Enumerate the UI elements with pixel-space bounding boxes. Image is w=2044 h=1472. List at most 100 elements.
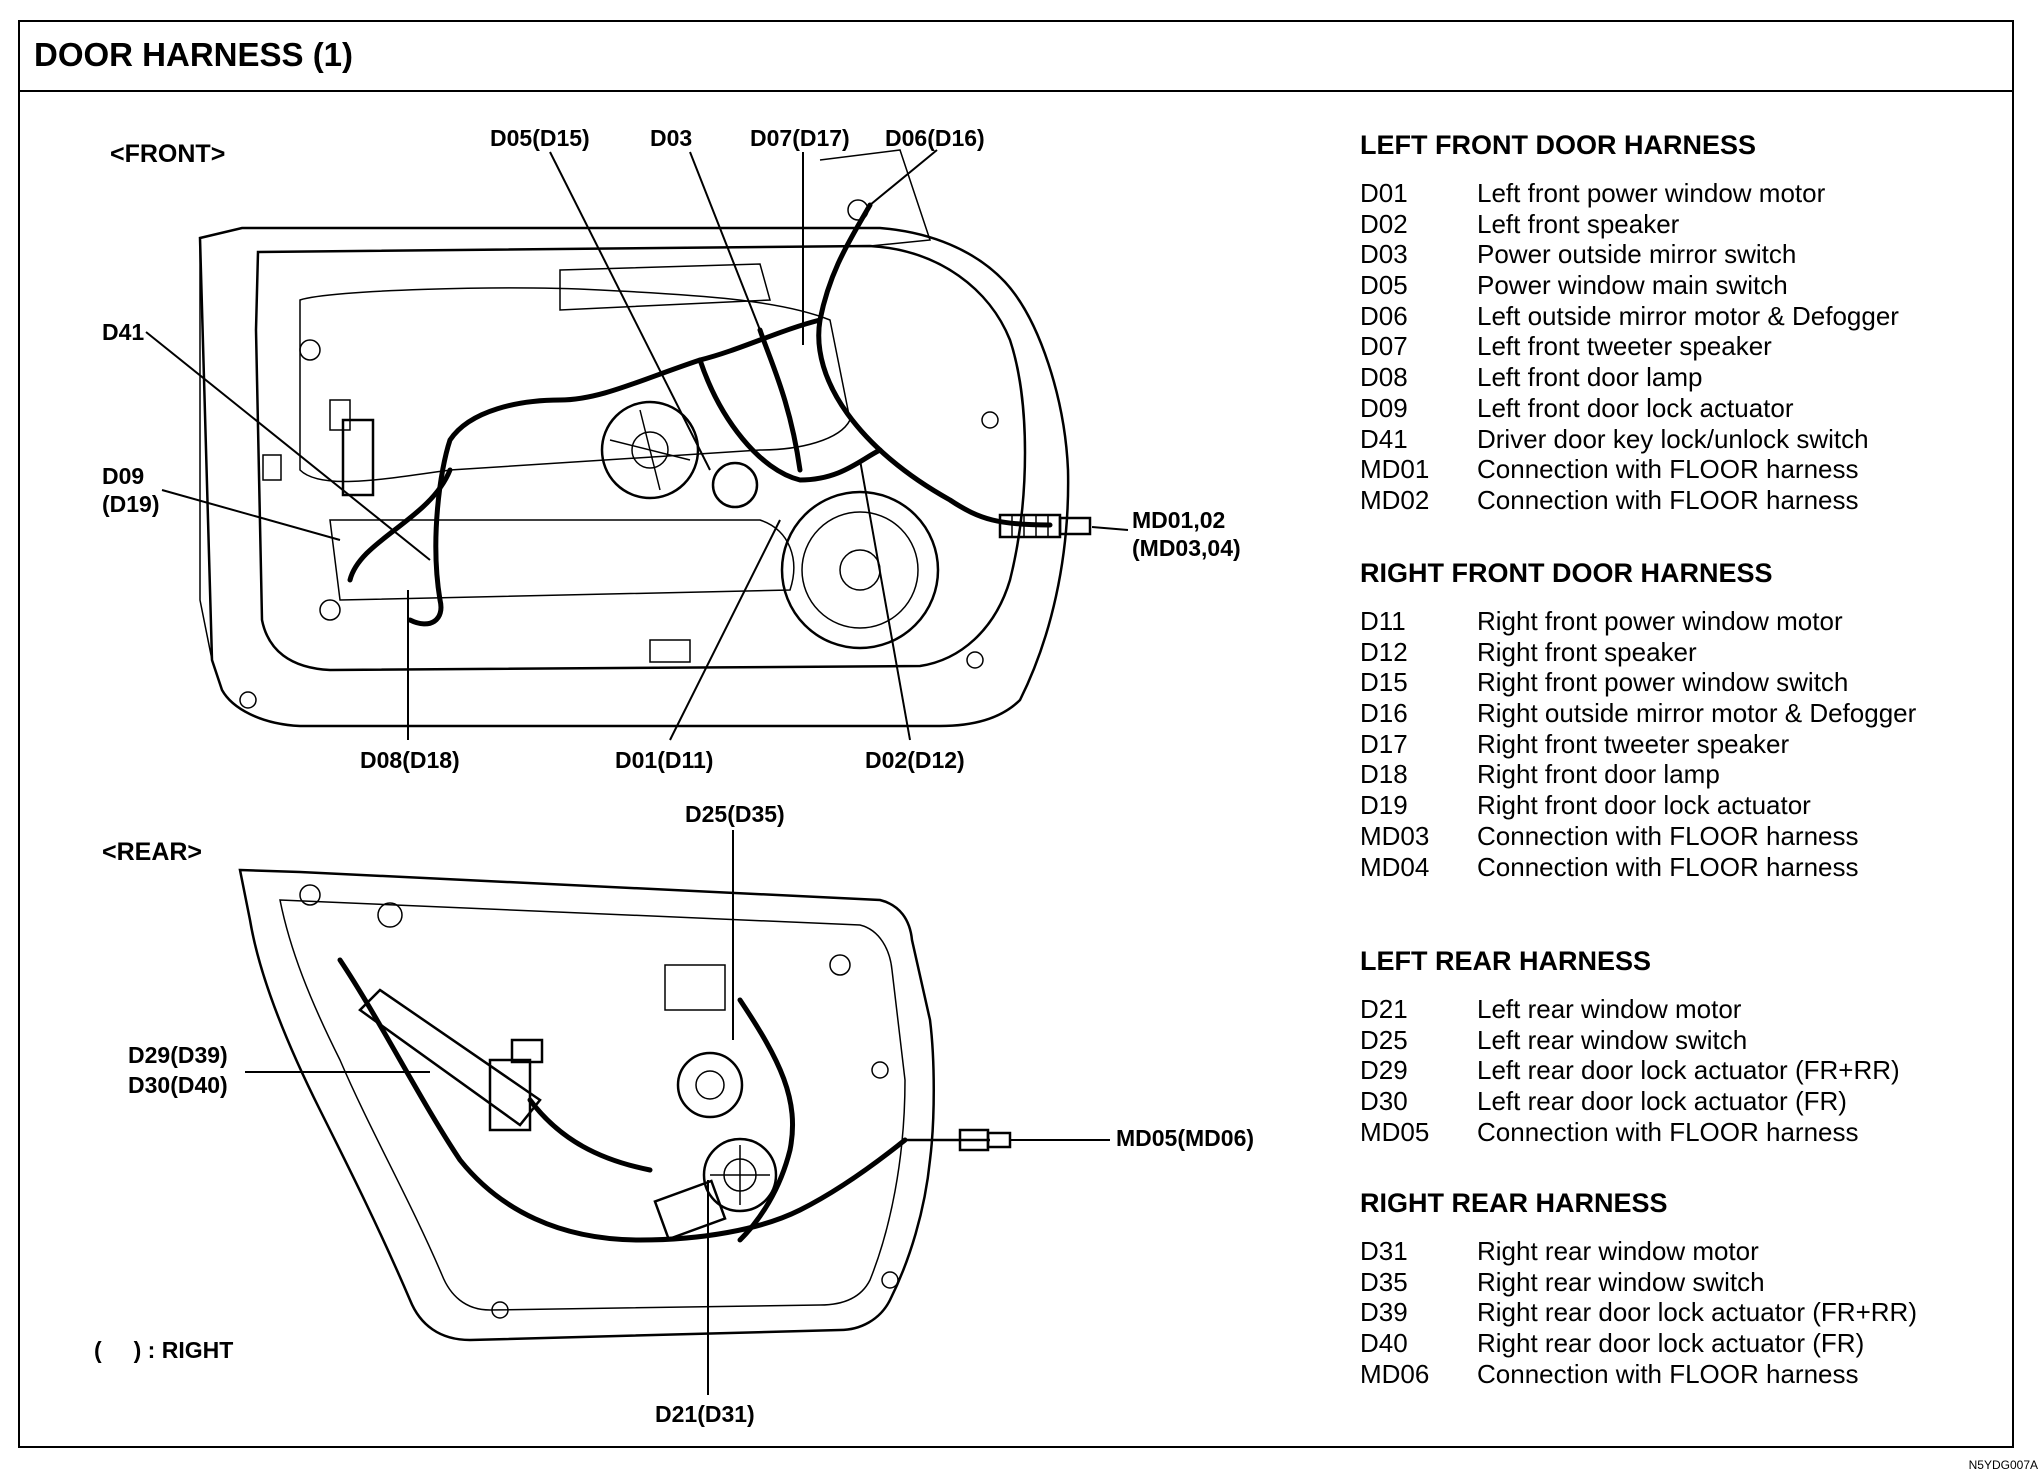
- legend-code: D41: [1360, 423, 1408, 454]
- legend-description: Connection with FLOOR harness: [1477, 851, 1859, 882]
- legend-row: MD03 Connection with FLOOR harness: [1360, 821, 1916, 852]
- legend-section-left-rear: LEFT REAR HARNESS D21 Left rear window mo…: [1360, 946, 1900, 1147]
- legend-code: D08: [1360, 362, 1408, 393]
- right-side-note: ( ) : RIGHT: [94, 1337, 233, 1363]
- legend-row: MD02 Connection with FLOOR harness: [1360, 485, 1899, 516]
- legend-row: D06 Left outside mirror motor & Defogger: [1360, 301, 1899, 332]
- legend-description: Right rear window motor: [1477, 1236, 1759, 1266]
- legend-code: D19: [1360, 790, 1408, 821]
- legend-code: D12: [1360, 636, 1408, 667]
- page-title: DOOR HARNESS (1): [34, 36, 354, 73]
- label-d30-d40: D30(D40): [128, 1072, 228, 1098]
- legend-description: Right front tweeter speaker: [1477, 728, 1790, 759]
- legend-code: MD02: [1360, 484, 1430, 515]
- legend-description: Left rear window switch: [1477, 1024, 1748, 1055]
- label-d41: D41: [102, 319, 144, 345]
- legend-code: D29: [1360, 1055, 1408, 1086]
- legend-code: D16: [1360, 698, 1408, 729]
- legend-code: D17: [1360, 728, 1408, 759]
- legend-code: D30: [1360, 1086, 1408, 1117]
- legend-row: D25 Left rear window switch: [1360, 1025, 1900, 1056]
- label-d02-d12: D02(D12): [865, 747, 965, 773]
- legend-description: Power outside mirror switch: [1477, 239, 1797, 270]
- title-bar: DOOR HARNESS (1): [20, 22, 2012, 92]
- legend-row: D05 Power window main switch: [1360, 270, 1899, 301]
- legend-code: D05: [1360, 270, 1408, 301]
- legend-code: MD05: [1360, 1116, 1430, 1147]
- rear-leader-lines: [245, 830, 1110, 1395]
- legend-row: D07 Left front tweeter speaker: [1360, 331, 1899, 362]
- legend-description: Left front power window motor: [1477, 178, 1826, 208]
- label-md05-md06: MD05(MD06): [1116, 1125, 1254, 1151]
- legend-code: D06: [1360, 300, 1408, 331]
- legend-description: Left outside mirror motor & Defogger: [1477, 300, 1899, 331]
- legend-code: D02: [1360, 208, 1408, 239]
- rear-door-drawing: [238, 868, 1012, 1342]
- label-d09: D09: [102, 463, 144, 489]
- legend-description: Right rear window switch: [1477, 1266, 1765, 1297]
- legend-row: D31 Right rear window motor: [1360, 1236, 1917, 1267]
- label-d01-d11: D01(D11): [615, 747, 713, 773]
- legend-code: D31: [1360, 1236, 1408, 1266]
- legend-description: Connection with FLOOR harness: [1477, 1116, 1859, 1147]
- legend-description: Left front door lock actuator: [1477, 392, 1794, 423]
- rear-view-label: <REAR>: [102, 838, 202, 866]
- label-md01-02: MD01,02: [1132, 507, 1225, 533]
- legend-row: D17 Right front tweeter speaker: [1360, 729, 1916, 760]
- legend-description: Connection with FLOOR harness: [1477, 484, 1859, 515]
- legend-heading-left-rear: LEFT REAR HARNESS: [1360, 946, 1652, 976]
- legend-description: Left rear door lock actuator (FR+RR): [1477, 1055, 1900, 1086]
- front-leader-lines: [145, 149, 1129, 741]
- legend-description: Driver door key lock/unlock switch: [1477, 423, 1869, 454]
- legend-row: MD04 Connection with FLOOR harness: [1360, 852, 1916, 883]
- legend-heading-left-front: LEFT FRONT DOOR HARNESS: [1360, 130, 1756, 160]
- legend-code: MD03: [1360, 820, 1430, 851]
- legend-description: Left front tweeter speaker: [1477, 331, 1772, 362]
- legend-description: Connection with FLOOR harness: [1477, 1358, 1859, 1389]
- legend-description: Left front door lamp: [1477, 362, 1703, 393]
- label-d08-d18: D08(D18): [360, 747, 460, 773]
- legend-description: Left front speaker: [1477, 208, 1680, 239]
- legend-code: D25: [1360, 1024, 1408, 1055]
- legend-description: Left rear window motor: [1477, 994, 1742, 1024]
- front-door-drawing: [198, 149, 1092, 728]
- legend-row: D02 Left front speaker: [1360, 209, 1899, 240]
- legend-row: D29 Left rear door lock actuator (FR+RR): [1360, 1055, 1900, 1086]
- legend-code: D21: [1360, 994, 1408, 1024]
- legend-code: MD06: [1360, 1358, 1430, 1389]
- legend-heading-right-rear: RIGHT REAR HARNESS: [1360, 1188, 1668, 1218]
- legend-row: D18 Right front door lamp: [1360, 759, 1916, 790]
- legend-row: D35 Right rear window switch: [1360, 1267, 1917, 1298]
- legend-row: D41 Driver door key lock/unlock switch: [1360, 424, 1899, 455]
- legend-code: D18: [1360, 759, 1408, 790]
- figure-code: N5YDG007A: [1968, 1458, 2038, 1472]
- legend-description: Connection with FLOOR harness: [1477, 820, 1859, 851]
- legend-code: D35: [1360, 1266, 1408, 1297]
- legend-description: Right front door lamp: [1477, 759, 1720, 790]
- legend-description: Right rear door lock actuator (FR+RR): [1477, 1297, 1917, 1328]
- legend-description: Right rear door lock actuator (FR): [1477, 1328, 1865, 1359]
- legend-code: MD04: [1360, 851, 1430, 882]
- legend-row: D21 Left rear window motor: [1360, 994, 1900, 1025]
- legend-code: D11: [1360, 606, 1406, 636]
- legend-code: D07: [1360, 331, 1408, 362]
- legend-description: Right front power window switch: [1477, 667, 1849, 698]
- legend-row: D03 Power outside mirror switch: [1360, 239, 1899, 270]
- legend-description: Power window main switch: [1477, 270, 1788, 301]
- label-d07-d17: D07(D17): [750, 125, 850, 151]
- legend-code: D03: [1360, 239, 1408, 270]
